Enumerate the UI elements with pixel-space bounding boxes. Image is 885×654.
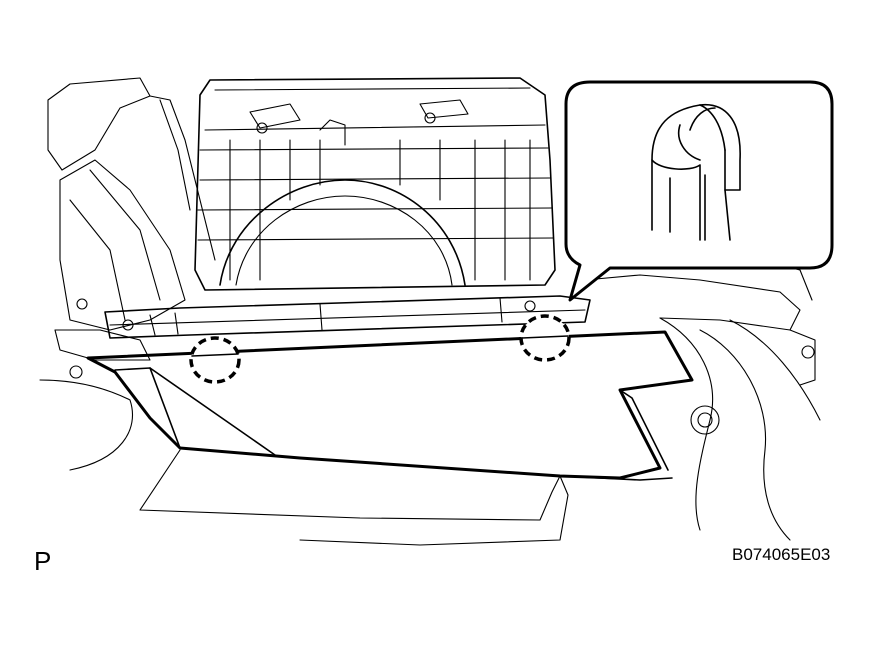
blower-unit bbox=[194, 77, 556, 291]
clip-detail-drawing bbox=[651, 103, 741, 241]
right-structure bbox=[584, 259, 821, 541]
clip-marker-left bbox=[189, 336, 241, 384]
clip-detail-callout bbox=[564, 80, 834, 302]
mounting-rail bbox=[104, 295, 591, 339]
clip-marker-right bbox=[519, 314, 571, 362]
lower-panel bbox=[139, 449, 569, 546]
clip-markers bbox=[189, 314, 571, 384]
under-cover-panel bbox=[86, 330, 694, 481]
illustration-code: B074065E03 bbox=[732, 545, 831, 564]
view-label: P bbox=[34, 546, 52, 576]
left-dash-structure bbox=[39, 77, 216, 471]
